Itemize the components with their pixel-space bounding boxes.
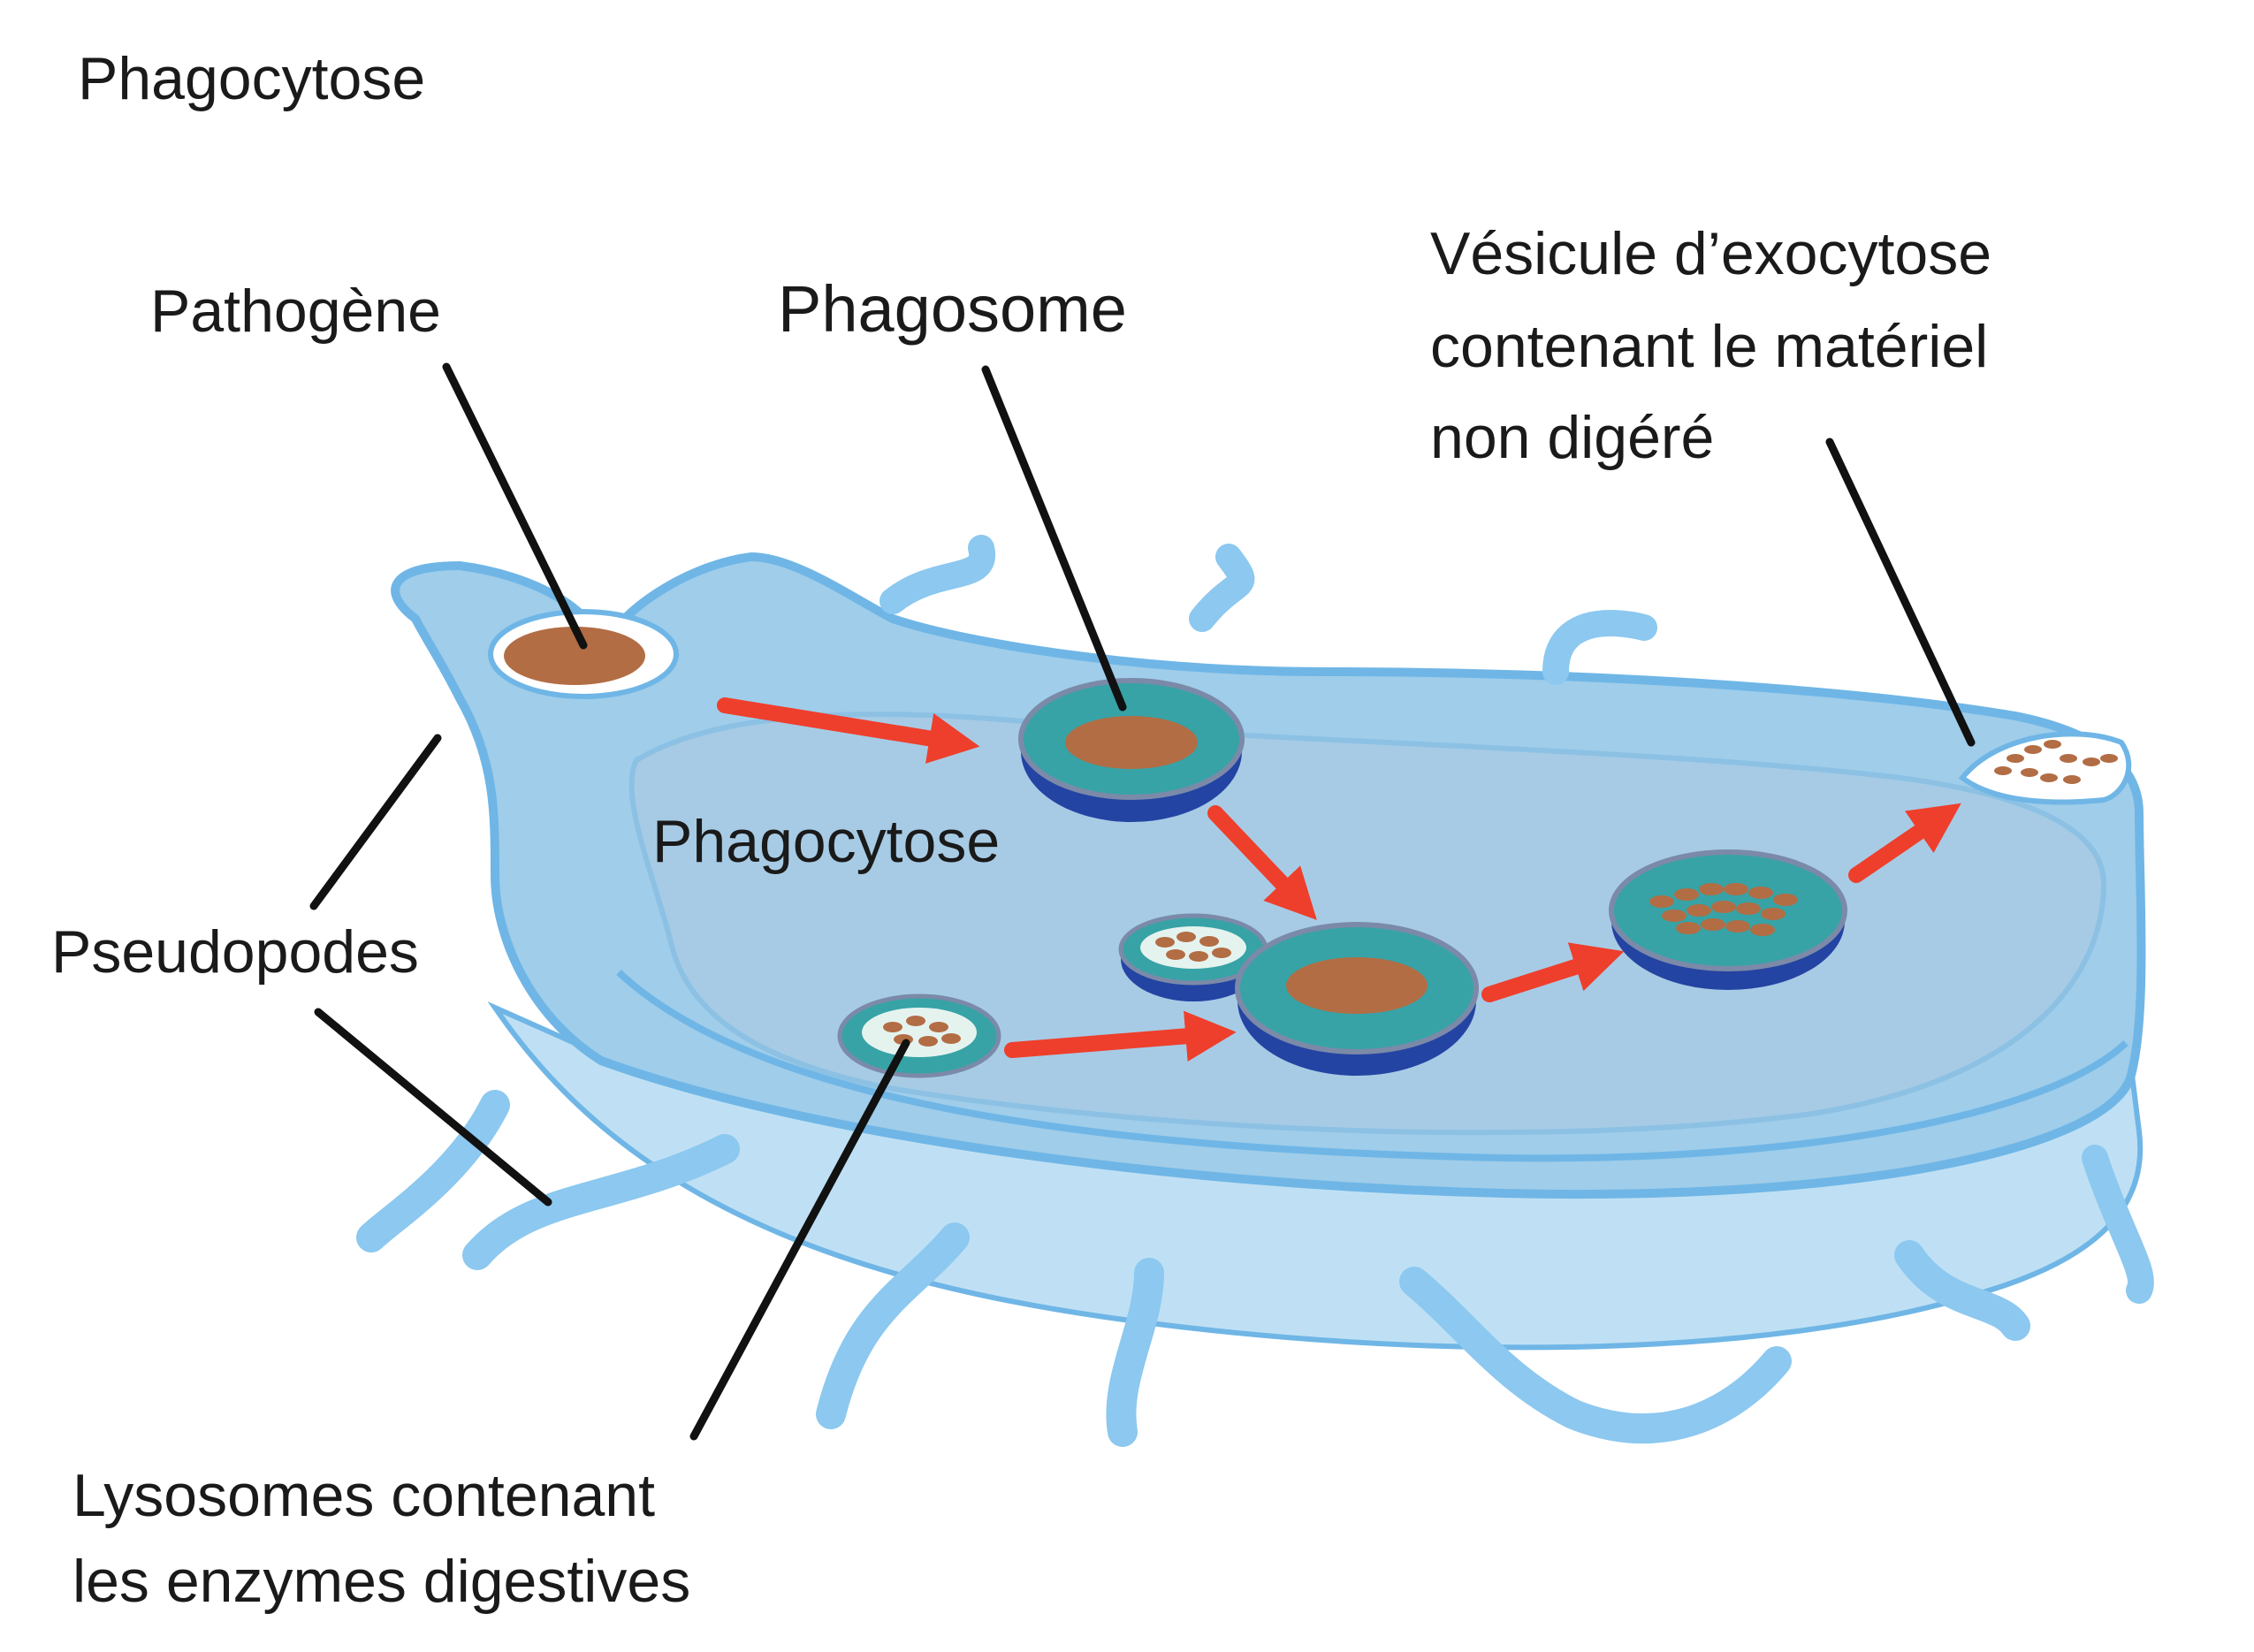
cell-rim [616, 970, 2128, 1162]
pseudopod [356, 1090, 510, 1252]
leader-exocytosis [1825, 438, 1976, 747]
leader-pseudopod-top [309, 734, 442, 910]
label-lysosomes-1: Lysosomes contenant [72, 1462, 655, 1529]
label-exocytosis-2: contenant le matériel [1430, 313, 1988, 380]
pseudopod [816, 1222, 970, 1429]
label-phagosome: Phagosome [778, 272, 1127, 346]
pseudopod [1399, 1267, 1792, 1444]
arrow-lysosome-to-phagolysosome [1004, 1010, 1237, 1062]
pseudopod [1894, 1240, 2030, 1341]
label-lysosomes-2: les enzymes digestives [72, 1548, 690, 1615]
labels: Phagocytose Pathogène Phagosome Vésicule… [51, 45, 1991, 1615]
arrow-vesicle-to-exocytosis [1848, 803, 1961, 883]
lysosome [837, 993, 1001, 1078]
exocytosis-vesicle [1958, 731, 2132, 805]
leader-lines [309, 362, 1976, 1441]
pseudopod [462, 1134, 740, 1270]
leader-pathogen [442, 362, 588, 650]
diagram-title: Phagocytose [78, 45, 425, 112]
label-phagocytosis: Phagocytose [652, 808, 1000, 875]
phagolysosome [1235, 922, 1479, 1076]
engulfment-pocket [488, 609, 679, 699]
arrow-engulf-to-phagosome [717, 697, 980, 764]
phagosome [1018, 678, 1245, 822]
pseudopod [2082, 1145, 2154, 1304]
pathogen [504, 627, 645, 685]
label-exocytosis-1: Vésicule d’exocytose [1430, 220, 1991, 287]
pseudopods [356, 535, 2154, 1447]
pseudopod [1189, 544, 1255, 632]
label-pathogen: Pathogène [150, 278, 441, 345]
pseudopod [1106, 1258, 1164, 1447]
fusing-lysosome [1118, 913, 1268, 1001]
process-arrows [717, 697, 1961, 1062]
leader-pseudopod-bottom [314, 1008, 552, 1207]
pseudopod [880, 535, 995, 614]
arrow-phagosome-to-phagolysosome [1207, 805, 1317, 920]
phagosome-pathogen [1065, 716, 1198, 769]
pseudopod [1542, 610, 1657, 685]
label-exocytosis-3: non digéré [1430, 404, 1714, 471]
digesting-vesicle [1609, 849, 1847, 990]
arrow-phagolysosome-to-vesicle [1481, 942, 1625, 1002]
phagolysosome-pathogen [1286, 957, 1428, 1014]
label-pseudopods: Pseudopodes [51, 918, 419, 986]
leader-lysosomes [689, 1039, 910, 1441]
leader-phagosome [981, 365, 1127, 712]
